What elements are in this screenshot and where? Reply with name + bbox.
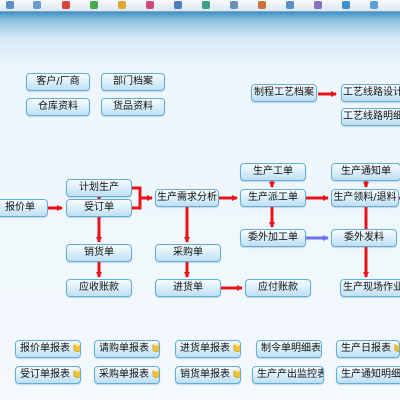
daily-report-button[interactable]: 生产日报表 <box>336 340 400 358</box>
toolbar-icon-7[interactable] <box>174 1 182 9</box>
report-doc-icon <box>233 369 240 378</box>
quotation-report-button[interactable]: 报价单报表 <box>15 340 81 358</box>
outsource-issue-button[interactable]: 委外发料 <box>331 229 397 247</box>
notice-detail-button[interactable]: 生产通知明细表 <box>336 366 400 384</box>
output-monitor-label: 生产产出监控表 <box>257 369 324 380</box>
report-doc-icon <box>73 369 80 378</box>
make-order-detail-label: 制令单明细表 <box>261 343 321 354</box>
toolbar-icon-4[interactable] <box>90 1 98 9</box>
production-work-order-button[interactable]: 生产工单 <box>240 163 306 181</box>
material-issue-return-button[interactable]: 生产领料/退料 <box>331 189 399 207</box>
demand-analysis-button[interactable]: 生产需求分析 <box>155 189 219 207</box>
toolbar-icon-1[interactable] <box>6 1 14 9</box>
receipt-report-label: 进货单报表 <box>180 343 230 354</box>
notice-detail-label: 生产通知明细表 <box>341 369 400 380</box>
payable-button[interactable]: 应付账款 <box>245 279 311 297</box>
make-order-detail-button[interactable]: 制令单明细表 <box>256 340 322 358</box>
outsource-work-order-button[interactable]: 委外加工单 <box>240 229 306 247</box>
inquiry-report-button[interactable]: 请购单报表 <box>94 340 160 358</box>
toolbar-icon-8[interactable] <box>202 1 210 9</box>
process-archive-button[interactable]: 制程工艺档案 <box>251 84 317 102</box>
top-toolbar <box>0 0 400 12</box>
order-button[interactable]: 受订单 <box>66 199 132 217</box>
sales-report-label: 销货单报表 <box>180 369 230 380</box>
report-doc-icon <box>152 343 159 352</box>
toolbar-icon-2[interactable] <box>33 1 41 9</box>
daily-report-label: 生产日报表 <box>341 343 391 354</box>
toolbar-icon-10[interactable] <box>258 1 266 9</box>
report-doc-icon <box>394 343 399 352</box>
toolbar-icon-9[interactable] <box>230 1 238 9</box>
toolbar-icon-6[interactable] <box>146 1 154 9</box>
report-doc-icon <box>152 369 159 378</box>
customer-supplier-button[interactable]: 客户/厂商 <box>26 73 90 91</box>
sales-report-button[interactable]: 销货单报表 <box>175 366 241 384</box>
arrow-plan-to-demand <box>132 186 142 198</box>
quotation-button[interactable]: 报价单 <box>0 199 48 217</box>
report-doc-icon <box>233 343 240 352</box>
production-notice-button[interactable]: 生产通知单 <box>331 163 400 181</box>
plan-production-button[interactable]: 计划生产 <box>66 179 132 197</box>
toolbar-icon-5[interactable] <box>118 1 126 9</box>
warehouse-button[interactable]: 仓库资料 <box>26 98 90 116</box>
route-design-button[interactable]: 工艺线路设计 <box>341 84 400 102</box>
toolbar-icon-12[interactable] <box>314 1 322 9</box>
order-report-button[interactable]: 受订单报表 <box>15 366 81 384</box>
toolbar-icon-3[interactable] <box>62 1 70 9</box>
purchase-report-button[interactable]: 采购单报表 <box>94 366 160 384</box>
order-report-label: 受订单报表 <box>20 369 70 380</box>
department-archive-button[interactable]: 部门档案 <box>101 73 165 91</box>
toolbar-icon-13[interactable] <box>342 1 350 9</box>
report-doc-icon <box>73 343 80 352</box>
output-monitor-button[interactable]: 生产产出监控表 <box>252 366 324 384</box>
shop-floor-button[interactable]: 生产现场作业 <box>340 279 400 297</box>
quotation-report-label: 报价单报表 <box>20 343 70 354</box>
inquiry-report-label: 请购单报表 <box>99 343 149 354</box>
purchase-report-label: 采购单报表 <box>99 369 149 380</box>
arrow-order-to-demand <box>132 195 153 210</box>
receipt-report-button[interactable]: 进货单报表 <box>175 340 241 358</box>
route-detail-button[interactable]: 工艺线路明细 <box>341 108 400 126</box>
production-dispatch-button[interactable]: 生产派工单 <box>240 189 306 207</box>
goods-button[interactable]: 货品资料 <box>101 98 165 116</box>
receivable-button[interactable]: 应收账款 <box>66 279 132 297</box>
purchase-receipt-button[interactable]: 进货单 <box>155 279 221 297</box>
toolbar-icon-14[interactable] <box>370 1 378 9</box>
sales-delivery-button[interactable]: 销货单 <box>66 244 132 262</box>
toolbar-icon-11[interactable] <box>286 1 294 9</box>
purchase-order-button[interactable]: 采购单 <box>155 244 221 262</box>
